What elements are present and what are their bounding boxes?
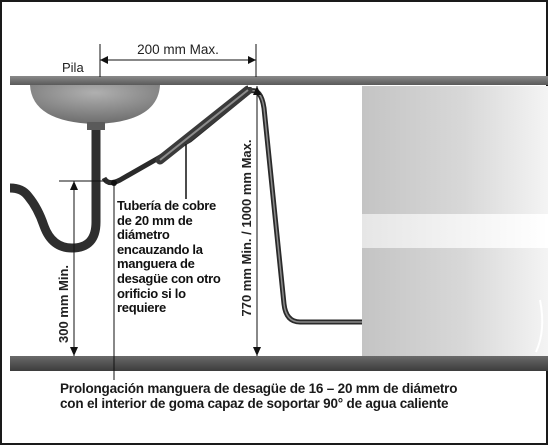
dim-770-arrow-bottom: [253, 347, 261, 356]
max-offset-label: 200 mm Max.: [137, 42, 219, 57]
sink-drain-fitting: [87, 122, 105, 130]
pipe-note-line: manguera de: [117, 256, 195, 272]
caption-line: Prolongación manguera de desagüe de 16 –…: [60, 381, 458, 396]
pipe-note-line: de 20 mm de: [117, 212, 193, 228]
countertop: [10, 76, 548, 85]
hose-bend-marker: [248, 85, 269, 97]
appliance-panel: [362, 214, 548, 248]
dim-200-arrow-right: [248, 56, 256, 64]
sink-label: Pila: [62, 60, 84, 75]
pipe-note-line: desagüe con otro: [117, 270, 221, 286]
sink-trap: [9, 130, 101, 253]
height-range-label: 770 mm Min. / 1000 mm Max.: [239, 139, 254, 316]
caption-leader-dot: [111, 180, 117, 186]
pipe-note-line: encauzando la: [117, 241, 203, 257]
min-height-label: 300 mm Min.: [56, 265, 71, 343]
sink-bowl: [30, 85, 160, 124]
pipe-note-line: diámetro: [117, 227, 170, 243]
pipe-note-line: requiere: [117, 300, 166, 316]
pipe-note-line: orificio si lo: [117, 285, 186, 301]
floor: [10, 356, 548, 371]
copper-pipe-highlight: [159, 89, 249, 161]
dim-300-arrow-top: [70, 181, 78, 190]
hose-extension-caption: Prolongación manguera de desagüe de 16 –…: [60, 381, 540, 411]
copper-pipe-note: Tubería de cobre de 20 mm de diámetro en…: [117, 198, 237, 316]
caption-line: con el interior de goma capaz de soporta…: [60, 396, 449, 411]
dim-770-arrow-top: [253, 86, 261, 95]
dim-200-arrow-left: [100, 56, 108, 64]
appliance-highlight: [535, 299, 544, 353]
pipe-note-line: Tubería de cobre: [117, 198, 216, 213]
dim-300-arrow-bottom: [70, 347, 78, 356]
